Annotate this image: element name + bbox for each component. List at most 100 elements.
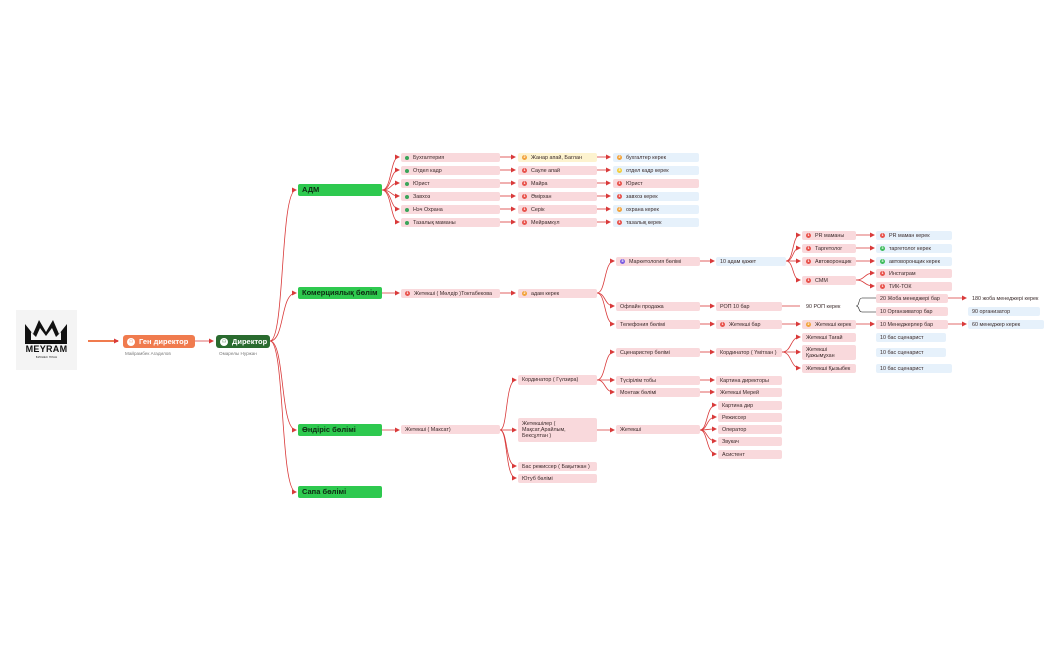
status-dot-icon <box>405 194 409 199</box>
number-badge-icon: 1 <box>806 233 811 238</box>
dept-production[interactable]: Өндіріс бөлімі <box>298 424 382 436</box>
gen-director-label: Ген директор <box>139 336 189 346</box>
number-badge-icon: 2 <box>806 322 811 327</box>
person-icon: ⚇ <box>220 337 228 346</box>
crew-member-node[interactable]: Оператор <box>718 425 782 434</box>
chief-director-node[interactable]: Бас режиссер ( Бақытжан ) <box>518 462 597 471</box>
logo-wordmark: MEYRAM <box>25 344 68 354</box>
number-badge-icon: 3 <box>880 259 885 264</box>
phone-dept-node[interactable]: Телефония бөлімі <box>616 320 700 329</box>
montage-dept-node[interactable]: Монтаж бөлімі <box>616 388 700 397</box>
number-badge-icon: 1 <box>617 220 622 225</box>
number-badge-icon: 1 <box>522 181 527 186</box>
shooting-team-node[interactable]: Түсірілім тобы <box>616 376 700 385</box>
adm-role-node[interactable]: Тазалық маманы <box>401 218 500 227</box>
pm-need-node[interactable]: 180 жоба менеджері керек <box>972 295 1039 302</box>
rop-need-node[interactable]: 90 РОП керек <box>806 303 841 310</box>
managers-need-node[interactable]: 60 менеджер керек <box>968 320 1044 329</box>
number-badge-icon: 1 <box>880 271 885 276</box>
scenarist-lead-node[interactable]: Жетекші Қажымұхан <box>802 345 856 360</box>
crew-member-node[interactable]: Картина дир <box>718 401 782 410</box>
coordinator-node[interactable]: Кординатор ( Гүлзира) <box>518 375 597 385</box>
dept-quality[interactable]: Сапа бөлімі <box>298 486 382 498</box>
shooting-director-node[interactable]: Картина директоры <box>716 376 782 385</box>
status-dot-icon <box>405 181 409 186</box>
number-badge-icon: 1 <box>522 168 527 173</box>
rop-node[interactable]: РОП 10 бар <box>716 302 782 311</box>
adm-role-node[interactable]: Завхоз <box>401 192 500 201</box>
scenarist-lead-node[interactable]: Жетекші Тағай <box>802 333 856 342</box>
dept-commercial[interactable]: Комерциялық бөлім <box>298 287 382 299</box>
number-badge-icon: 1 <box>522 194 527 199</box>
marketing-people-node[interactable]: 10 адам қажет <box>716 257 786 266</box>
crown-logo-icon <box>25 320 67 344</box>
gen-director-node[interactable]: ⚇ Ген директор <box>123 335 195 348</box>
status-dot-icon <box>405 207 409 212</box>
youtube-node[interactable]: Ютуб бөлімі <box>518 474 597 483</box>
number-badge-icon: 2 <box>617 207 622 212</box>
scenarist-lead-node[interactable]: Жетекші Қызыбек <box>802 364 856 373</box>
montage-lead-node[interactable]: Жетекші Мерей <box>716 388 782 397</box>
pm-node[interactable]: 20 Жоба менеджері бар <box>876 294 948 303</box>
scenarist-need-node[interactable]: 10 бас сценарист <box>876 364 952 373</box>
leads-node[interactable]: Жетекшілер ( Мақсат,Арайлым, Бексұлтан ) <box>518 418 597 442</box>
number-badge-icon: 2 <box>617 155 622 160</box>
crew-lead-node[interactable]: Жетекші <box>616 425 700 434</box>
dept-adm[interactable]: АДМ <box>298 184 382 196</box>
number-badge-icon: 3 <box>617 168 622 173</box>
offline-sales-node[interactable]: Офлайн продажа <box>616 302 700 311</box>
adm-role-node[interactable]: Юрист <box>401 179 500 188</box>
crew-member-node[interactable]: Режиссер <box>718 413 782 422</box>
scenarist-need-node[interactable]: 10 бас сценарист <box>876 348 946 357</box>
production-lead-node[interactable]: Жетекші ( Максат) <box>401 425 500 434</box>
adm-role-node[interactable]: Бухгалтерия <box>401 153 500 162</box>
adm-role-node[interactable]: Нэч Охрана <box>401 205 500 214</box>
director-label: Директор <box>232 336 268 346</box>
org-node[interactable]: 10 Органзиватор бар <box>876 307 948 316</box>
scenarist-need-node[interactable]: 10 бас сценарист <box>876 333 946 342</box>
number-badge-icon: 1 <box>806 246 811 251</box>
number-badge-icon: 3 <box>880 246 885 251</box>
scenarist-dept-node[interactable]: Сценаристер бөлімі <box>616 348 700 357</box>
number-badge-icon: 1 <box>617 181 622 186</box>
adm-role-node[interactable]: Отдел кадр <box>401 166 500 175</box>
gen-director-name: Майрамбек Агадилов <box>125 351 171 356</box>
number-badge-icon: 1 <box>522 207 527 212</box>
crew-member-node[interactable]: Звукач <box>718 437 782 446</box>
crew-member-node[interactable]: Асистент <box>718 450 782 459</box>
scenarist-coord-node[interactable]: Кординатор ( Үмітхан ) <box>716 348 782 357</box>
number-badge-icon: 1 <box>806 259 811 264</box>
org-need-node[interactable]: 90 организатор <box>968 307 1040 316</box>
status-dot-icon <box>405 155 409 160</box>
managers-node[interactable]: 10 Менеджерлер бар <box>876 320 948 329</box>
number-badge-icon: 1 <box>405 291 410 296</box>
director-node[interactable]: ⚇ Директор <box>216 335 270 348</box>
